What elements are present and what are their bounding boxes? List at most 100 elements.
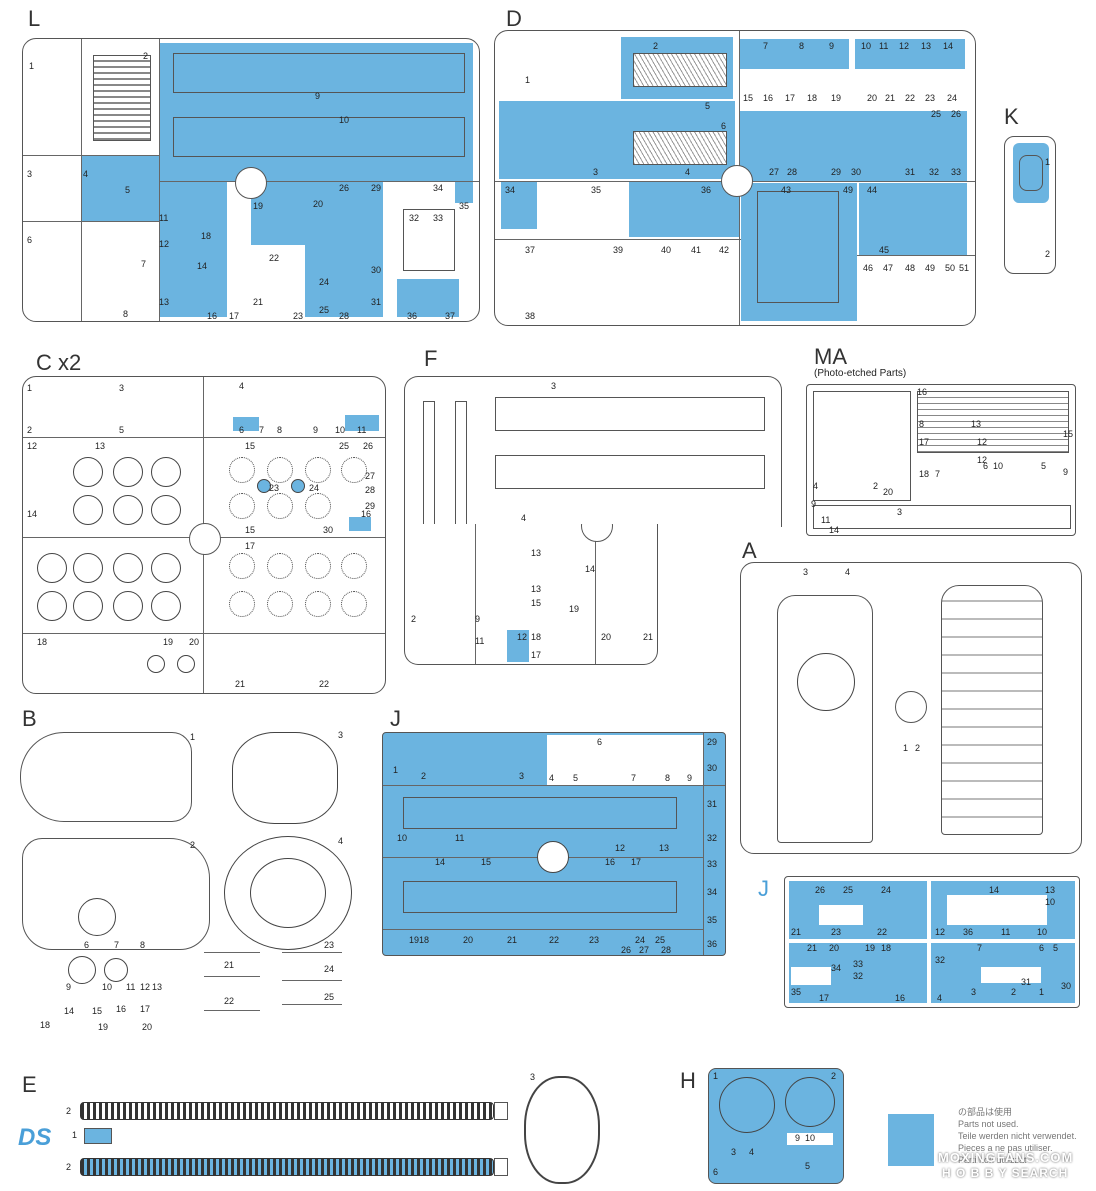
part-number-label: 18 bbox=[37, 637, 48, 647]
sprue-part bbox=[113, 553, 143, 583]
part-number-label: 13 bbox=[531, 548, 542, 558]
sprue-part bbox=[232, 732, 338, 824]
sprue-label-L: L bbox=[28, 6, 41, 31]
part-number-label: 22 bbox=[905, 93, 916, 103]
part-number-label: 11 bbox=[159, 213, 169, 223]
sprue-label-K: K bbox=[1004, 104, 1019, 129]
watermark-hobbysearch: H O B B Y SEARCH bbox=[942, 1166, 1069, 1180]
sprue-part bbox=[1019, 155, 1043, 191]
part-number-label: 4 bbox=[549, 773, 555, 783]
part-number-label: 13 bbox=[1045, 885, 1056, 895]
unused-region bbox=[629, 181, 739, 237]
sprue-part bbox=[719, 1077, 775, 1133]
part-number-label: 31 bbox=[371, 297, 382, 307]
part-number-label: 24 bbox=[309, 483, 320, 493]
sprue-part bbox=[80, 1102, 494, 1120]
sprue-label-J: J bbox=[390, 706, 401, 731]
part-number-label: 15 bbox=[481, 857, 492, 867]
part-number-label: 31 bbox=[1021, 977, 1032, 987]
sprue-label-D: D bbox=[506, 6, 522, 31]
part-number-label: 1 bbox=[525, 75, 531, 85]
sprue-part bbox=[305, 591, 331, 617]
part-number-label: 2 bbox=[915, 743, 921, 753]
part-number-label: 30 bbox=[371, 265, 382, 275]
part-number-label: 12 bbox=[977, 437, 988, 447]
part-number-label: 17 bbox=[245, 541, 256, 551]
sprue-gate bbox=[721, 165, 753, 197]
part-number-label: 14 bbox=[829, 525, 840, 535]
sprue-part bbox=[113, 457, 143, 487]
sprue-gate bbox=[581, 524, 613, 542]
part-number-label: 14 bbox=[585, 564, 596, 574]
part-number-label: 36 bbox=[707, 939, 718, 949]
sprue-runner bbox=[595, 524, 596, 664]
part-number-label: 21 bbox=[643, 632, 654, 642]
unused-region bbox=[507, 630, 529, 662]
part-number-label: 6 bbox=[1039, 943, 1045, 953]
part-number-label: 22 bbox=[224, 996, 235, 1006]
sprue-runner bbox=[495, 239, 741, 240]
part-number-label: 1 bbox=[29, 61, 35, 71]
sprue-H: 1 2 9 10 3 4 6 5 bbox=[708, 1068, 844, 1184]
part-number-label: 17 bbox=[785, 93, 796, 103]
part-number-label: 26 bbox=[339, 183, 350, 193]
part-number-label: 5 bbox=[125, 185, 131, 195]
part-number-label: 22 bbox=[269, 253, 280, 263]
part-number-label: 28 bbox=[661, 945, 672, 955]
sprue-label-J-small: J bbox=[758, 876, 769, 901]
sprue-L: 1 2 3 4 5 6 7 8 9 10 11 12 13 14 16 17 1… bbox=[22, 38, 480, 322]
part-number-label: 35 bbox=[591, 185, 602, 195]
part-number-label: 9 bbox=[66, 982, 72, 992]
part-number-label: 5 bbox=[573, 773, 579, 783]
sprue-runner bbox=[204, 976, 260, 977]
sprue-label-MA: MA bbox=[814, 344, 847, 369]
part-number-label: 11 bbox=[455, 833, 465, 843]
sprue-part bbox=[73, 495, 103, 525]
part-number-label: 5 bbox=[705, 101, 711, 111]
part-number-label: 10 bbox=[335, 425, 346, 435]
part-number-label: 11 bbox=[879, 41, 889, 51]
part-number-label: 16 bbox=[605, 857, 616, 867]
part-number-label: 1 bbox=[190, 732, 196, 742]
sprue-part bbox=[151, 457, 181, 487]
part-number-label: 5 bbox=[119, 425, 125, 435]
part-number-label: 24 bbox=[635, 935, 646, 945]
sprue-part bbox=[455, 401, 467, 527]
unused-region bbox=[159, 43, 473, 181]
part-number-label: 3 bbox=[530, 1072, 536, 1082]
part-number-label: 14 bbox=[989, 885, 1000, 895]
part-number-label: 14 bbox=[64, 1006, 75, 1016]
part-number-label: 8 bbox=[665, 773, 671, 783]
part-number-label: 17 bbox=[919, 437, 930, 447]
part-number-label: 34 bbox=[831, 963, 842, 973]
part-number-label: 2 bbox=[411, 614, 417, 624]
part-number-label: 40 bbox=[661, 245, 672, 255]
part-number-label: 3 bbox=[551, 381, 557, 391]
sprue-part bbox=[22, 838, 210, 950]
part-number-label: 23 bbox=[589, 935, 600, 945]
unused-region bbox=[859, 183, 967, 255]
part-number-label: 21 bbox=[885, 93, 896, 103]
part-number-label: 4 bbox=[521, 513, 527, 523]
part-number-label: 2 bbox=[873, 481, 879, 491]
part-number-label: 1 bbox=[27, 383, 33, 393]
unused-region bbox=[233, 417, 259, 431]
part-number-label: 15 bbox=[92, 1006, 103, 1016]
part-number-label: 26 bbox=[363, 441, 374, 451]
part-number-label: 12 bbox=[899, 41, 910, 51]
sprue-runner bbox=[282, 980, 342, 981]
sprue-part bbox=[495, 397, 765, 431]
part-number-label: 12 bbox=[517, 632, 528, 642]
part-number-label: 32 bbox=[929, 167, 940, 177]
part-number-label: 7 bbox=[977, 943, 983, 953]
part-number-label: 12 bbox=[977, 455, 988, 465]
part-number-label: 11 bbox=[821, 515, 831, 525]
part-number-label: 48 bbox=[905, 263, 916, 273]
part-number-label: 12 bbox=[140, 982, 151, 992]
sprue-part bbox=[177, 655, 195, 673]
sprue-part bbox=[147, 655, 165, 673]
part-number-label: 29 bbox=[707, 737, 718, 747]
sprue-runner bbox=[81, 39, 82, 321]
part-number-label: 7 bbox=[141, 259, 147, 269]
part-number-label: 28 bbox=[365, 485, 376, 495]
